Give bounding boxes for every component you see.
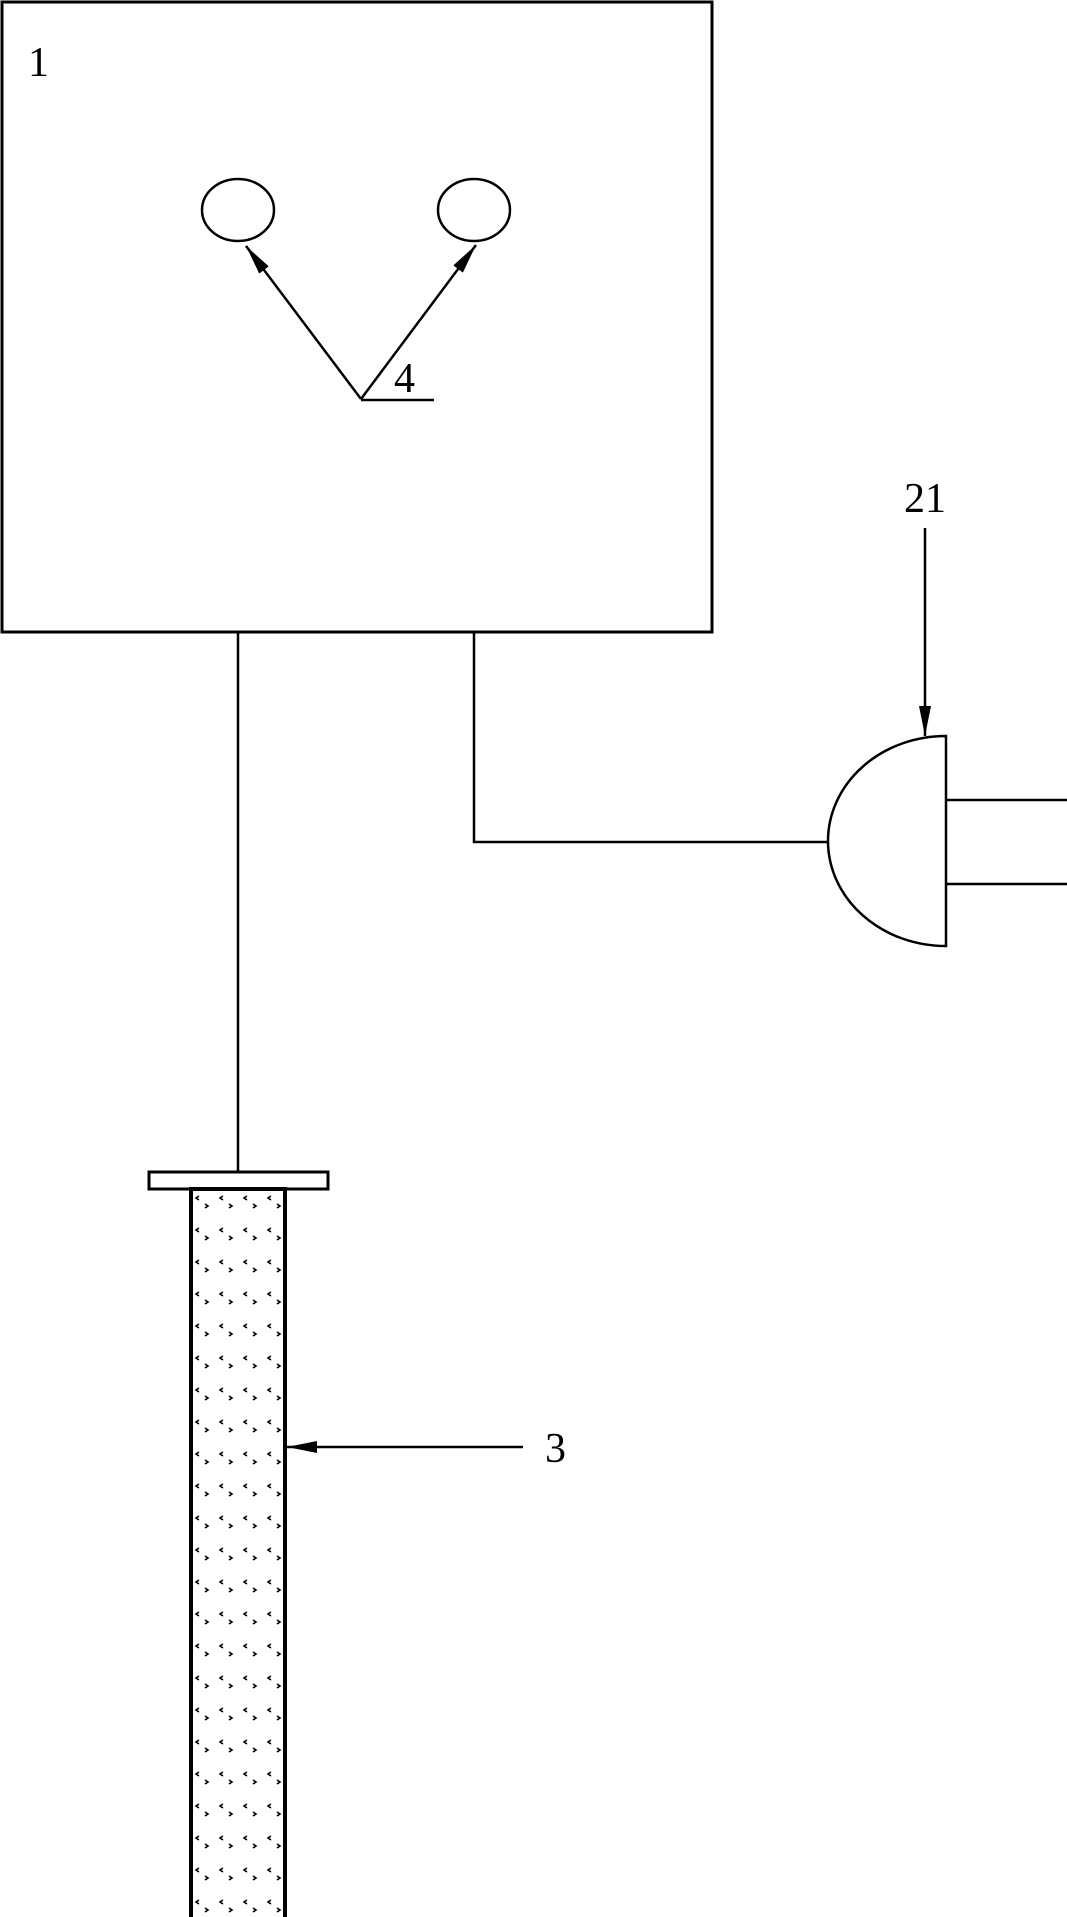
indicator-lights: 4	[200, 177, 512, 402]
probe: 3	[147, 1170, 566, 1917]
leader-arrow	[359, 244, 478, 400]
housing: 1	[0, 0, 714, 634]
plug-label: 21	[904, 476, 946, 522]
indicator-light-right	[436, 177, 512, 243]
probe-cap	[147, 1170, 330, 1191]
indicator-label: 4	[394, 356, 415, 402]
leader-arrow	[245, 245, 362, 400]
wires	[236, 632, 828, 1172]
indicator-light-left	[200, 177, 276, 243]
plug: 21	[826, 476, 1067, 948]
housing-label: 1	[28, 40, 49, 86]
probe-label: 3	[545, 1426, 566, 1472]
probe-body	[189, 1187, 287, 1917]
